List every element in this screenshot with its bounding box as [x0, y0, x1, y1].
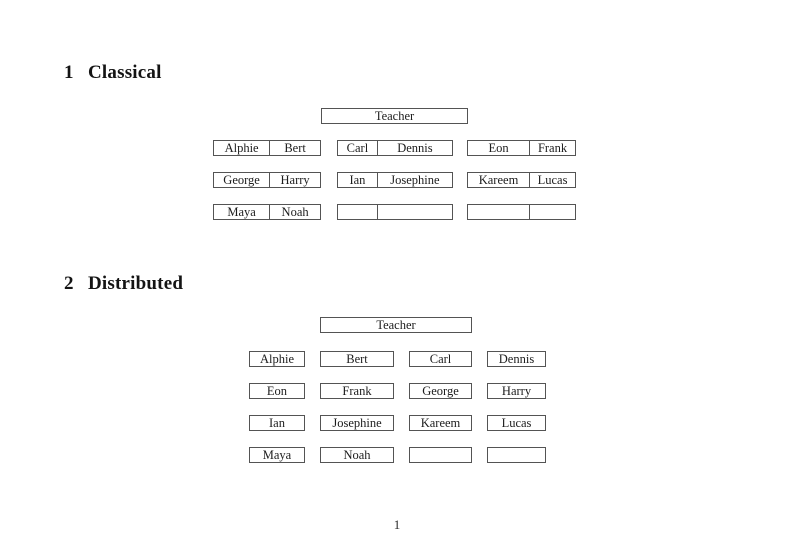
section-title: Distributed — [88, 273, 184, 294]
desk: George Harry — [213, 172, 321, 188]
seat-right: Noah — [281, 205, 309, 219]
desk: Maya Noah — [213, 204, 321, 220]
desk-empty — [337, 204, 453, 220]
seat-box: Maya — [249, 447, 305, 463]
seat-box: Ian — [249, 415, 305, 431]
seat-box: Alphie — [249, 351, 305, 367]
seat-box: Dennis — [487, 351, 546, 367]
seat-left: Kareem — [468, 173, 531, 187]
teacher-box: Teacher — [321, 108, 468, 124]
seat-box: Eon — [249, 383, 305, 399]
seat-box: Noah — [320, 447, 394, 463]
desk: Kareem Lucas — [467, 172, 576, 188]
section-title: Classical — [88, 62, 162, 83]
seat-left: Maya — [214, 205, 271, 219]
desk: Carl Dennis — [337, 140, 453, 156]
seat-right: Lucas — [537, 173, 568, 187]
seat-right: Dennis — [397, 141, 433, 155]
section-heading-distributed: 2 Distributed — [64, 273, 183, 295]
seat-left: George — [214, 173, 271, 187]
desk-empty — [467, 204, 576, 220]
seat-right: Frank — [537, 141, 568, 155]
section-number: 1 — [64, 62, 74, 83]
seat-box: Bert — [320, 351, 394, 367]
seat-right — [530, 205, 575, 219]
seat-box-empty — [409, 447, 472, 463]
section-heading-classical: 1 Classical — [64, 62, 162, 84]
desk: Eon Frank — [467, 140, 576, 156]
seat-box-empty — [487, 447, 546, 463]
seat-box: Carl — [409, 351, 472, 367]
page-number: 1 — [393, 517, 401, 532]
seat-right — [378, 205, 452, 219]
seat-left: Carl — [338, 141, 378, 155]
desk: Ian Josephine — [337, 172, 453, 188]
seat-right: Harry — [280, 173, 310, 187]
seat-box: Josephine — [320, 415, 394, 431]
seat-left — [338, 205, 378, 219]
section-number: 2 — [64, 273, 74, 294]
seat-left: Ian — [338, 173, 378, 187]
seat-right: Bert — [284, 141, 306, 155]
seat-left — [468, 205, 531, 219]
seat-box: George — [409, 383, 472, 399]
desk: Alphie Bert — [213, 140, 321, 156]
teacher-box: Teacher — [320, 317, 472, 333]
seat-left: Eon — [468, 141, 531, 155]
seat-right: Josephine — [390, 173, 440, 187]
seat-box: Frank — [320, 383, 394, 399]
seat-box: Lucas — [487, 415, 546, 431]
seat-left: Alphie — [214, 141, 271, 155]
seat-box: Kareem — [409, 415, 472, 431]
seat-box: Harry — [487, 383, 546, 399]
